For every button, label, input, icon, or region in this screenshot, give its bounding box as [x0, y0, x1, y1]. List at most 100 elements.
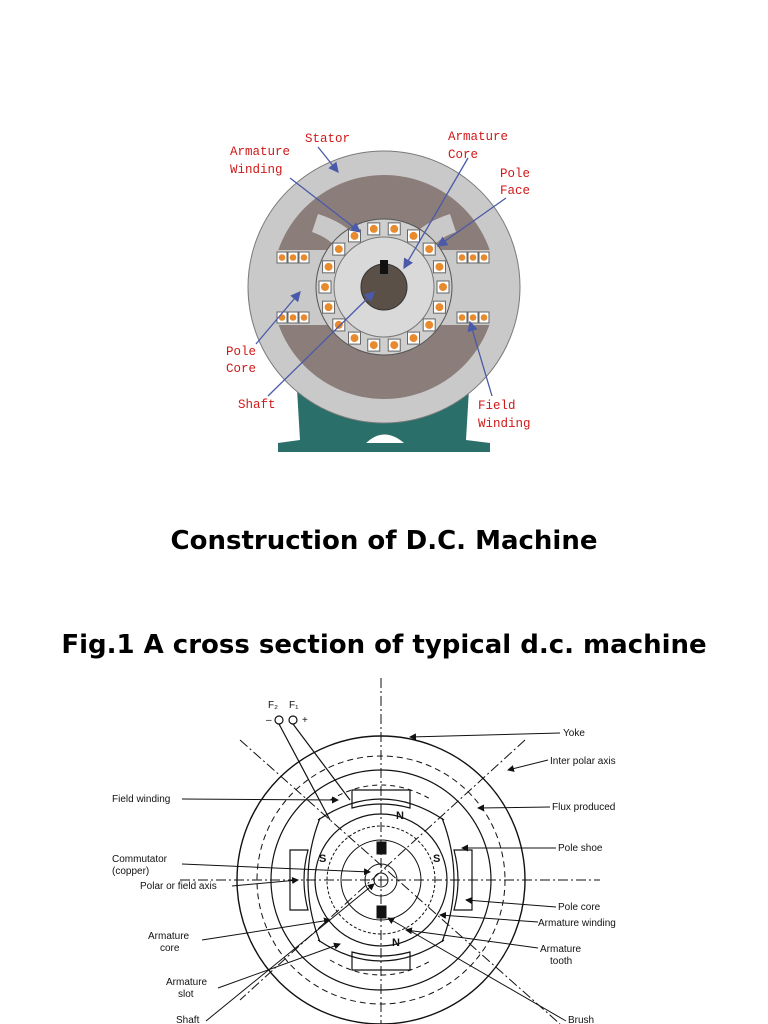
pole-top: [351, 789, 411, 809]
label-armature-slot-1: Armature: [166, 977, 208, 988]
yoke-outer: [236, 735, 526, 1024]
pole-shoe-bottom: [317, 939, 445, 962]
interpolar-axis-a: [239, 739, 561, 1024]
field-conductor: [458, 254, 466, 261]
label-pole-shoe: Pole shoe: [558, 843, 603, 854]
shaft-circle: [373, 872, 389, 888]
label-flux-produced: Flux produced: [552, 802, 615, 813]
armature-conductor: [435, 262, 444, 271]
label-f2: F₂: [268, 700, 278, 711]
armature-conductor: [390, 224, 399, 233]
pole-label-s-right: S: [433, 853, 440, 865]
pole-core-right: [438, 250, 499, 325]
label-yoke: Yoke: [563, 728, 585, 739]
armature-conductor: [369, 341, 378, 350]
terminal-f1: [288, 715, 298, 725]
brush-bottom: [376, 905, 387, 919]
figure-caption: Fig.1 A cross section of typical d.c. ma…: [61, 630, 707, 660]
pole-right: [453, 849, 473, 911]
armature-outer: [314, 813, 448, 947]
label-shaft: Shaft: [176, 1015, 200, 1024]
label-f1: F₁: [289, 700, 299, 711]
field-conductor: [458, 314, 466, 321]
field-conductor: [289, 254, 297, 261]
label-armature-core-1: Armature: [448, 130, 508, 144]
field-conductor: [300, 314, 308, 321]
label-shaft: Shaft: [238, 398, 276, 412]
field-conductor: [469, 254, 477, 261]
armature-conductor: [324, 303, 333, 312]
label-minus: –: [266, 715, 272, 726]
flux-arc-bottom: [329, 959, 433, 976]
label-commutator-1: Commutator: [112, 854, 168, 865]
armature-slots-ring: [326, 825, 436, 935]
yoke-inner: [270, 769, 492, 991]
label-brush: Brush: [568, 1015, 594, 1024]
armature-conductor: [334, 245, 343, 254]
label-armature-slot-2: slot: [178, 989, 194, 1000]
pole-shoe-left: [307, 817, 321, 943]
label-armature-tooth-2: tooth: [550, 956, 572, 967]
armature-conductor: [425, 245, 434, 254]
label-field-winding-1: Field: [478, 399, 516, 413]
pole-shoe-right: [441, 817, 455, 943]
armature-conductor: [390, 341, 399, 350]
label-field-winding-2: Winding: [478, 417, 531, 431]
flux-path: [256, 755, 506, 1005]
label-pole-face-2: Face: [500, 184, 530, 198]
label-pole-core-2: Core: [226, 362, 256, 376]
label-armature-core-2: Core: [448, 148, 478, 162]
section-heading: Construction of D.C. Machine: [170, 526, 598, 556]
pole-label-s-left: S: [319, 853, 326, 865]
label-armature-winding: Armature winding: [538, 918, 616, 929]
flux-arc-top: [329, 784, 433, 801]
figure1-leaders: [255, 146, 507, 397]
label-armature-core-2: core: [160, 943, 180, 954]
label-armature-winding-2: Winding: [230, 163, 283, 177]
armature-conductor: [409, 334, 418, 343]
brush-top: [376, 841, 387, 855]
armature-conductor: [321, 283, 329, 291]
label-pole-core-1: Pole: [226, 345, 256, 359]
armature-conductor: [439, 283, 447, 291]
figure2-leaders: [181, 732, 567, 1022]
field-conductor: [289, 314, 297, 321]
armature-conductor: [425, 320, 434, 329]
field-conductor: [278, 254, 286, 261]
label-pole-core: Pole core: [558, 902, 601, 913]
label-plus: +: [302, 715, 308, 726]
pole-label-n-top: N: [396, 810, 404, 822]
label-stator: Stator: [305, 132, 350, 146]
label-commutator-2: (copper): [112, 866, 149, 877]
pole-shoe-top: [317, 798, 445, 821]
pole-left: [289, 849, 309, 911]
field-conductor: [300, 254, 308, 261]
label-armature-winding-1: Armature: [230, 145, 290, 159]
pole-label-n-bottom: N: [392, 937, 400, 949]
armature-conductor: [324, 262, 333, 271]
pole-bottom: [351, 951, 411, 971]
armature-inner-ring: [340, 839, 422, 921]
terminal-f2: [274, 715, 284, 725]
armature-conductor: [334, 320, 343, 329]
commutator: [364, 863, 398, 897]
label-armature-tooth-1: Armature: [540, 944, 582, 955]
field-conductor: [469, 314, 477, 321]
pole-core-left: [269, 250, 330, 325]
armature-conductor: [369, 224, 378, 233]
label-armature-core-1: Armature: [148, 931, 190, 942]
label-field-winding: Field winding: [112, 794, 170, 805]
label-inter-polar-axis: Inter polar axis: [550, 756, 616, 767]
field-conductor: [480, 254, 488, 261]
armature-conductor: [350, 334, 359, 343]
armature-conductor: [435, 303, 444, 312]
armature-coils: [318, 222, 450, 352]
label-pole-face-1: Pole: [500, 167, 530, 181]
armature-conductor: [350, 231, 359, 240]
label-polar-axis: Polar or field axis: [140, 881, 217, 892]
field-conductor: [480, 314, 488, 321]
armature-conductor: [409, 231, 418, 240]
base-cutout: [366, 434, 404, 443]
shaft-key: [380, 260, 388, 274]
